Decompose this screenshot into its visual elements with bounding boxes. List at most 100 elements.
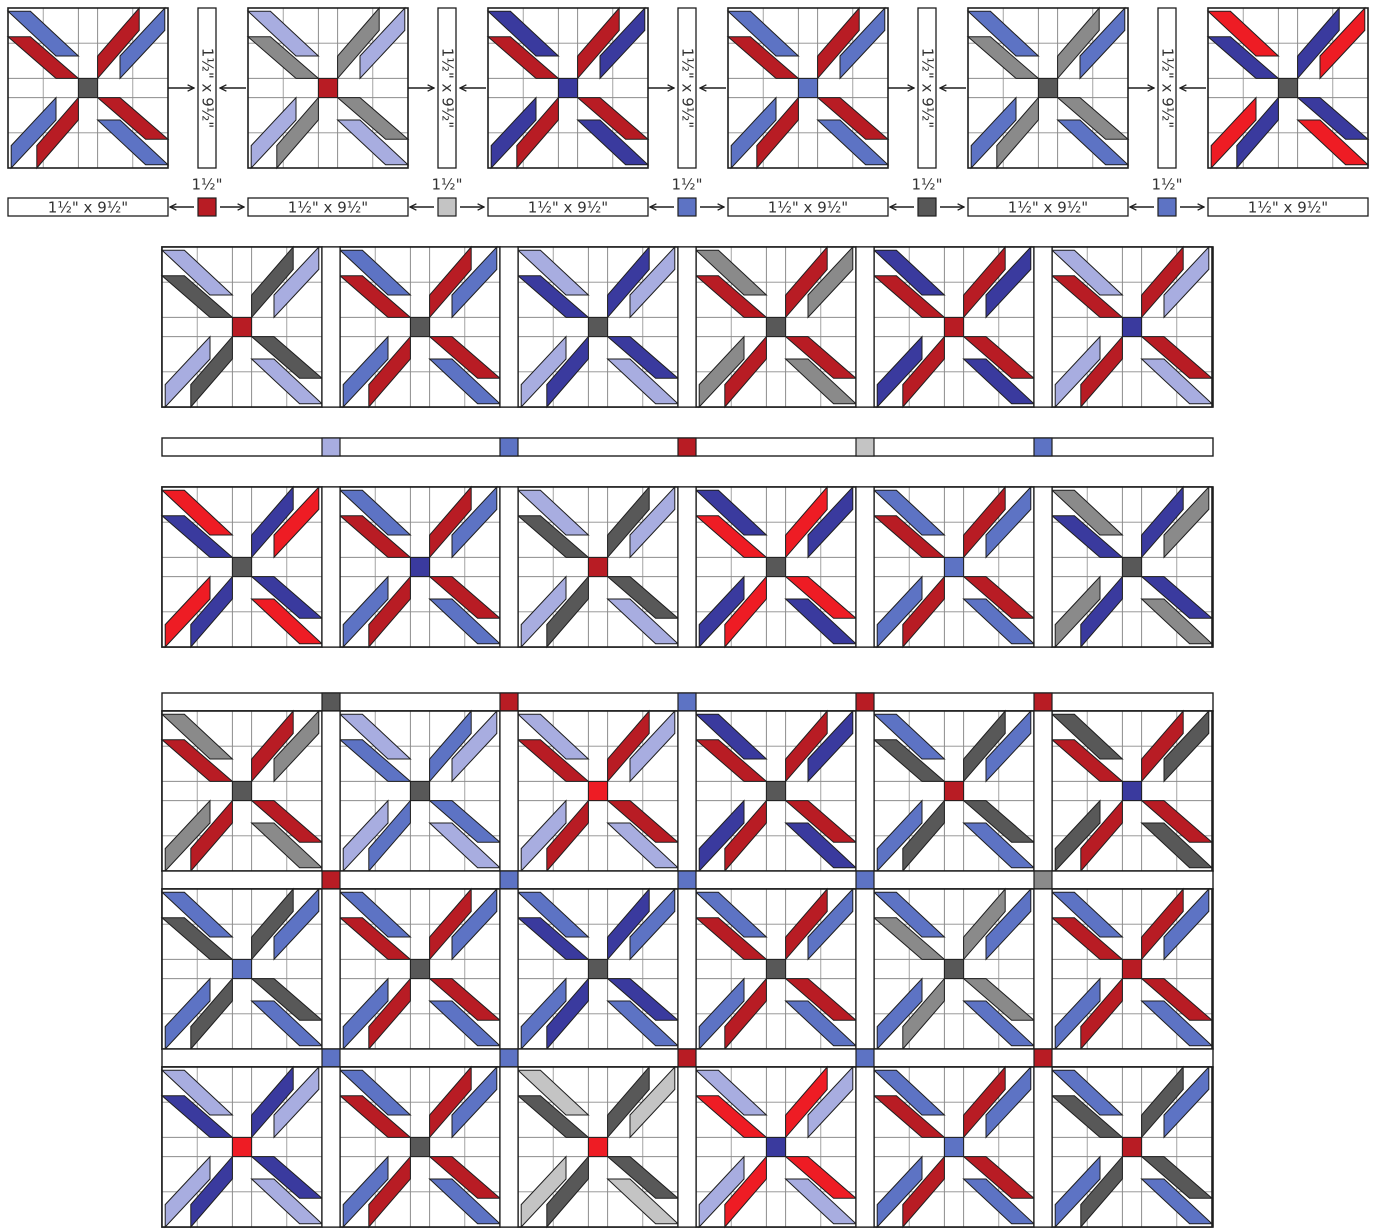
- horizontal-sashing-2: 1½" x 9½": [248, 198, 408, 217]
- quilt-row-2-block-4: [696, 889, 856, 1049]
- row-a-block-3: [518, 247, 678, 407]
- vertical-sashing-label: 1½" x 9½": [439, 48, 457, 128]
- block-center-square: [944, 959, 963, 978]
- cornerstone-square: [438, 198, 456, 216]
- assembly-block-2: [248, 8, 408, 168]
- quilt-mid-sashing-2-cornerstone-1: [322, 1049, 340, 1067]
- block-center-square: [588, 557, 607, 576]
- quilt-top-sashing-cornerstone-3: [678, 693, 696, 711]
- quilt-mid-sashing-1-cornerstone-1: [322, 871, 340, 889]
- cornerstone-square: [1158, 198, 1176, 216]
- row-b-block-4: [696, 487, 856, 647]
- block-center-square: [766, 557, 785, 576]
- quilt-row-2-sashing-5: [1034, 889, 1052, 1049]
- row-b-sashing-2: [500, 487, 518, 647]
- row-a-sashing-1: [322, 247, 340, 407]
- horizontal-sashing-label: 1½" x 9½": [288, 199, 368, 217]
- quilt-top-sashing-cornerstone-2: [500, 693, 518, 711]
- cornerstone-label: 1½": [192, 176, 223, 194]
- horizontal-sashing-label: 1½" x 9½": [1008, 199, 1088, 217]
- quilt-row-1-block-4: [696, 711, 856, 871]
- quilt-top-sashing-cornerstone-4: [856, 693, 874, 711]
- quilt-mid-sashing-1-cornerstone-3: [678, 871, 696, 889]
- quilt-mid-sashing-2-cornerstone-4: [856, 1049, 874, 1067]
- cornerstone-5: 1½": [1130, 176, 1204, 217]
- block-center-square: [766, 959, 785, 978]
- row-b-block-1: [162, 487, 322, 647]
- row-b-block-5: [874, 487, 1034, 647]
- quilt-row-b: [162, 487, 1213, 647]
- row-b-block-2: [340, 487, 500, 647]
- quilt-row-3-sashing-1: [322, 1067, 340, 1227]
- cornerstone-label: 1½": [672, 176, 703, 194]
- quilt-row-3-block-6: [1052, 1067, 1212, 1227]
- block-assembly-row: 1½" x 9½" 1½" x 9½" 1½" x 9½" 1½" x 9½" 1½" …: [8, 8, 1368, 217]
- quilt-row-1-sashing-4: [856, 711, 874, 871]
- block-center-square: [798, 78, 817, 97]
- assembly-block-3: [488, 8, 648, 168]
- row-a-sashing-3: [678, 247, 696, 407]
- quilt-row-3-block-4: [696, 1067, 856, 1227]
- cornerstone-square: [198, 198, 216, 216]
- quilt-top-sashing-cornerstone-5: [1034, 693, 1052, 711]
- quilt-row-3-block-5: [874, 1067, 1034, 1227]
- assembly-block-1: [8, 8, 168, 168]
- cornerstone-square: [918, 198, 936, 216]
- quilt-row-3-sashing-4: [856, 1067, 874, 1227]
- quilt-row-2-sashing-2: [500, 889, 518, 1049]
- quilt-row-3-sashing-5: [1034, 1067, 1052, 1227]
- vertical-sashing-label: 1½" x 9½": [199, 48, 217, 128]
- cornerstone-2: 1½": [410, 176, 484, 217]
- assembly-block-4: [728, 8, 888, 168]
- horizontal-sashing-5: 1½" x 9½": [968, 198, 1128, 217]
- vertical-sashing-label: 1½" x 9½": [1159, 48, 1177, 128]
- block-center-square: [232, 1137, 251, 1156]
- horizontal-sashing-4: 1½" x 9½": [728, 198, 888, 217]
- horizontal-sashing-3: 1½" x 9½": [488, 198, 648, 217]
- row-b-block-3: [518, 487, 678, 647]
- block-center-square: [1122, 781, 1141, 800]
- quilt-mid-sashing-1-cornerstone-2: [500, 871, 518, 889]
- quilt-mid-sashing-2-cornerstone-3: [678, 1049, 696, 1067]
- row-a-sashing-5: [1034, 247, 1052, 407]
- assembly-block-6: [1208, 8, 1368, 168]
- sashing-cornerstone-5: [1034, 438, 1052, 456]
- block-center-square: [588, 959, 607, 978]
- quilt-row-2-block-6: [1052, 889, 1212, 1049]
- block-center-square: [1122, 317, 1141, 336]
- block-center-square: [410, 557, 429, 576]
- block-center-square: [944, 781, 963, 800]
- quilt-row-1-sashing-2: [500, 711, 518, 871]
- block-center-square: [588, 781, 607, 800]
- block-center-square: [232, 557, 251, 576]
- quilt-row-3-block-3: [518, 1067, 678, 1227]
- block-center-square: [232, 959, 251, 978]
- quilt-row-a: [162, 247, 1213, 407]
- horizontal-sashing-label: 1½" x 9½": [528, 199, 608, 217]
- quilt-mid-sashing-1-cornerstone-5: [1034, 871, 1052, 889]
- block-center-square: [944, 317, 963, 336]
- quilt-row-1-block-2: [340, 711, 500, 871]
- block-center-square: [78, 78, 97, 97]
- sashing-cornerstone-3: [678, 438, 696, 456]
- cornerstone-square: [678, 198, 696, 216]
- row-b-sashing-5: [1034, 487, 1052, 647]
- quilt-row-2-sashing-4: [856, 889, 874, 1049]
- quilt-row-1-sashing-3: [678, 711, 696, 871]
- quilt-row-1-block-6: [1052, 711, 1212, 871]
- quilt-row-3-block-2: [340, 1067, 500, 1227]
- assembly-block-5: [968, 8, 1128, 168]
- quilt-row-1-block-5: [874, 711, 1034, 871]
- vertical-sashing-label: 1½" x 9½": [679, 48, 697, 128]
- block-center-square: [588, 1137, 607, 1156]
- quilt-top-sashing-cornerstone-1: [322, 693, 340, 711]
- block-center-square: [558, 78, 577, 97]
- row-a-block-5: [874, 247, 1034, 407]
- quilt-mid-sashing-2-cornerstone-2: [500, 1049, 518, 1067]
- horizontal-sashing-label: 1½" x 9½": [48, 199, 128, 217]
- block-center-square: [410, 959, 429, 978]
- block-center-square: [410, 781, 429, 800]
- block-center-square: [944, 1137, 963, 1156]
- quilt-mid-sashing-2-cornerstone-5: [1034, 1049, 1052, 1067]
